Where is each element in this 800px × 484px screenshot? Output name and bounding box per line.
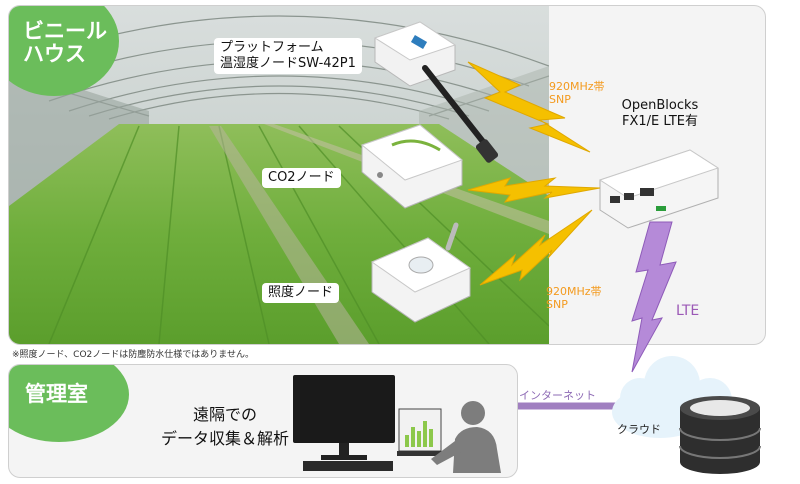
gateway-device — [598, 149, 720, 229]
label-line: SNP — [546, 298, 568, 311]
label-line: 920MHz帯 — [549, 80, 605, 93]
label-line: SNP — [549, 93, 571, 106]
radio-label-2: 920MHz帯 SNP — [546, 285, 602, 311]
keyboard-icon — [303, 461, 393, 471]
label-line: 温湿度ノードSW-42P1 — [220, 56, 356, 71]
text-line: データ収集＆解析 — [161, 429, 290, 448]
co2-node-device — [360, 124, 463, 209]
label-line: FX1/E LTE有 — [622, 114, 698, 129]
platform-node-label: プラットフォーム 温湿度ノードSW-42P1 — [214, 38, 362, 74]
tag-line: ビニール — [23, 19, 107, 43]
label-line: 920MHz帯 — [546, 285, 602, 298]
text-line: 遠隔での — [193, 405, 258, 424]
temp-humidity-node-device — [373, 21, 499, 163]
light-node-label: 照度ノード — [262, 283, 340, 303]
tag-line: ハウス — [23, 42, 86, 66]
lte-label: LTE — [676, 303, 700, 319]
light-node-device — [370, 222, 472, 323]
label-line: プラットフォーム — [220, 40, 324, 55]
internet-label: インターネット — [519, 389, 596, 402]
remote-analysis-text: 遠隔での データ収集＆解析 — [161, 403, 289, 451]
co2-node-label: CO2ノード — [262, 168, 341, 188]
gateway-label: OpenBlocks FX1/E LTE有 — [600, 98, 720, 130]
management-room-panel: 管理室 遠隔での データ収集＆解析 — [8, 364, 518, 478]
database-icon — [679, 396, 761, 474]
label-line: OpenBlocks — [621, 98, 699, 113]
monitor-icon — [293, 375, 395, 443]
greenhouse-tag-text: ビニール ハウス — [23, 20, 107, 66]
management-tag-text: 管理室 — [25, 382, 88, 406]
radio-lightning — [467, 61, 601, 286]
person-icon — [431, 401, 501, 473]
footnote: ※照度ノード、CO2ノードは防塵防水仕様ではありません。 — [12, 350, 255, 360]
lte-lightning — [631, 221, 677, 373]
cloud-label: クラウド — [617, 423, 661, 436]
computer-user-illustration — [293, 375, 501, 473]
radio-label-1: 920MHz帯 SNP — [549, 80, 605, 106]
